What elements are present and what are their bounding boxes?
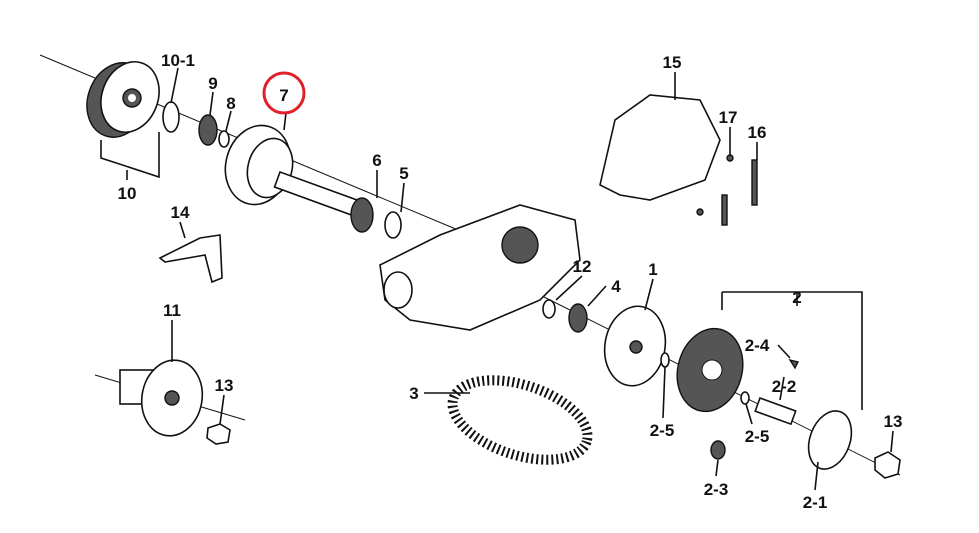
label-12[interactable]: 12 [573, 257, 592, 276]
oring-12-part[interactable] [542, 299, 556, 319]
movable-drive-face-2-part[interactable] [668, 321, 752, 419]
bearing-6-part[interactable] [350, 197, 374, 233]
washer-2-5-part[interactable] [660, 352, 670, 368]
bearing-4-part[interactable] [568, 303, 588, 333]
ramp-plate-2-1-part[interactable] [801, 405, 859, 475]
label-14[interactable]: 14 [171, 203, 190, 222]
label-17[interactable]: 17 [719, 108, 738, 127]
label-2-3[interactable]: 2-3 [704, 480, 729, 499]
roller-2-3-part[interactable] [710, 440, 726, 460]
ring-8-part[interactable] [218, 130, 230, 148]
collar-2-2-part[interactable] [754, 396, 797, 426]
clutch-outer-7-part[interactable] [217, 118, 366, 219]
label-1[interactable]: 1 [648, 260, 657, 279]
label-2-5-right[interactable]: 2-5 [745, 427, 770, 446]
bolt-16-part[interactable] [751, 159, 758, 206]
label-9[interactable]: 9 [208, 74, 217, 93]
label-2-4[interactable]: 2-4 [745, 336, 770, 355]
nut-13b-part[interactable] [874, 451, 901, 479]
label-7[interactable]: 7 [279, 86, 288, 105]
label-6[interactable]: 6 [372, 151, 381, 170]
washer-2-5b-part[interactable] [740, 391, 750, 405]
label-3[interactable]: 3 [409, 384, 418, 403]
driven-pulley-11-part[interactable] [119, 355, 208, 440]
label-13-right[interactable]: 13 [884, 412, 903, 431]
label-10-1[interactable]: 10-1 [161, 51, 195, 70]
label-4[interactable]: 4 [611, 277, 621, 296]
label-2-5-left[interactable]: 2-5 [650, 421, 675, 440]
slider-2-4-part[interactable] [788, 358, 800, 370]
label-5[interactable]: 5 [399, 164, 408, 183]
drive-belt-3-part[interactable] [443, 365, 598, 475]
label-13-left[interactable]: 13 [215, 376, 234, 395]
label-8[interactable]: 8 [226, 94, 235, 113]
label-16[interactable]: 16 [748, 123, 767, 142]
washer-10-1-part[interactable] [162, 101, 180, 133]
clutch-assembly-part[interactable] [77, 54, 169, 146]
label-2-1[interactable]: 2-1 [803, 493, 828, 512]
plate-14-part[interactable] [158, 234, 223, 284]
highlight-circle [262, 71, 306, 115]
bearing-9-part[interactable] [198, 114, 218, 146]
label-2[interactable]: 2 [792, 288, 801, 307]
seal-5-part[interactable] [384, 211, 402, 239]
label-11[interactable]: 11 [163, 301, 181, 320]
fixed-face-1-part[interactable] [599, 301, 672, 390]
nut-13a-part[interactable] [206, 423, 231, 445]
label-2-2[interactable]: 2-2 [772, 377, 797, 396]
label-10[interactable]: 10 [118, 184, 137, 203]
cover-15-part[interactable] [599, 94, 721, 201]
label-15[interactable]: 15 [663, 53, 682, 72]
